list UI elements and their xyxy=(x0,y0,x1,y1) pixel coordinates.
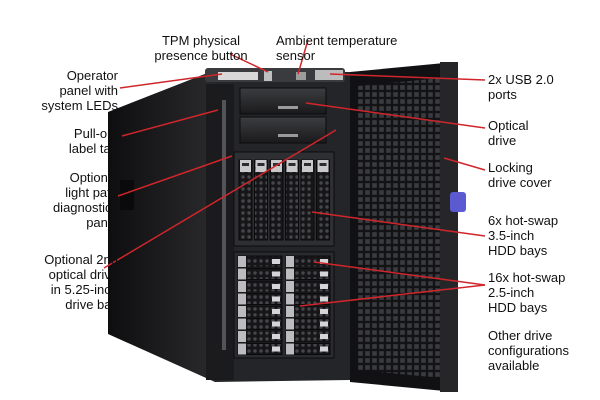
leader-hdd-25-b xyxy=(299,284,486,307)
chassis-side xyxy=(108,70,215,382)
hdd-25-tray xyxy=(237,255,283,268)
hdd-25-tray xyxy=(237,318,283,330)
callout-operator-panel: Operator panel with system LEDs xyxy=(41,68,118,113)
hdd-35-tray xyxy=(269,159,284,241)
hdd-35-tray xyxy=(300,159,315,241)
callout-light-path: Optional light path diagnostics panel xyxy=(52,170,118,230)
hdd-25-bays xyxy=(233,251,335,359)
door-latch xyxy=(450,192,466,212)
callout-optional-2nd-drive: Optional 2nd optical drive in 5.25-inch … xyxy=(44,252,118,312)
door-mesh xyxy=(358,78,442,378)
hdd-35-tray xyxy=(254,159,268,241)
tpm-button xyxy=(264,71,272,81)
callout-tpm-button: TPM physical presence button xyxy=(154,33,248,63)
callout-optical-drive: Optical drive xyxy=(488,118,529,148)
hdd-25-tray xyxy=(285,305,331,318)
hdd-25-tray xyxy=(285,343,331,355)
operator-panel xyxy=(218,72,258,80)
drive-cover-door xyxy=(350,62,466,392)
leader-hdd-35 xyxy=(311,211,486,237)
callout-hdd-25: 16x hot-swap 2.5-inch HDD bays xyxy=(488,270,566,315)
leader-pullout-tab xyxy=(121,109,219,137)
hdd-25-tray xyxy=(237,305,283,318)
callout-ambient-sensor: Ambient temperature sensor xyxy=(276,33,398,63)
callout-usb-ports: 2x USB 2.0 ports xyxy=(488,72,554,102)
leader-operator-panel xyxy=(119,73,223,89)
leader-optional-2nd-drive xyxy=(103,129,337,269)
hdd-25-tray xyxy=(285,318,331,330)
hdd-25-tray xyxy=(285,280,331,293)
leader-ambient-sensor xyxy=(297,39,309,75)
hdd-35-tray xyxy=(238,159,253,241)
hdd-25-tray xyxy=(237,268,283,280)
leader-hdd-25-a xyxy=(313,261,486,286)
callout-pullout-tab: Pull-out label tab xyxy=(68,126,118,156)
hdd-25-tray xyxy=(237,293,283,305)
callout-other-configs: Other drive configurations available xyxy=(488,328,569,373)
leader-usb-ports xyxy=(329,73,486,81)
hdd-25-tray xyxy=(285,330,331,343)
hdd-25-tray xyxy=(285,268,331,280)
leader-tpm-button xyxy=(229,53,269,73)
hdd-25-tray xyxy=(285,255,331,268)
hdd-35-bays xyxy=(233,151,335,247)
optical-drive-2 xyxy=(239,116,327,144)
hdd-25-tray xyxy=(237,343,283,355)
callout-hdd-35: 6x hot-swap 3.5-inch HDD bays xyxy=(488,213,559,258)
optical-drive-1 xyxy=(239,87,327,115)
leader-locking-cover xyxy=(443,157,486,171)
usb-ports xyxy=(315,70,343,80)
ambient-sensor xyxy=(296,72,306,80)
handle-slot xyxy=(120,180,134,210)
callout-locking-cover: Locking drive cover xyxy=(488,160,552,190)
hdd-25-tray xyxy=(237,280,283,293)
leader-lines xyxy=(103,39,486,307)
leader-light-path xyxy=(117,155,233,197)
hdd-35-tray xyxy=(285,159,299,241)
hdd-25-tray xyxy=(237,330,283,343)
optical-drive-bay xyxy=(239,87,327,144)
leader-optical-drive xyxy=(305,102,486,129)
hdd-35-tray xyxy=(316,159,330,241)
